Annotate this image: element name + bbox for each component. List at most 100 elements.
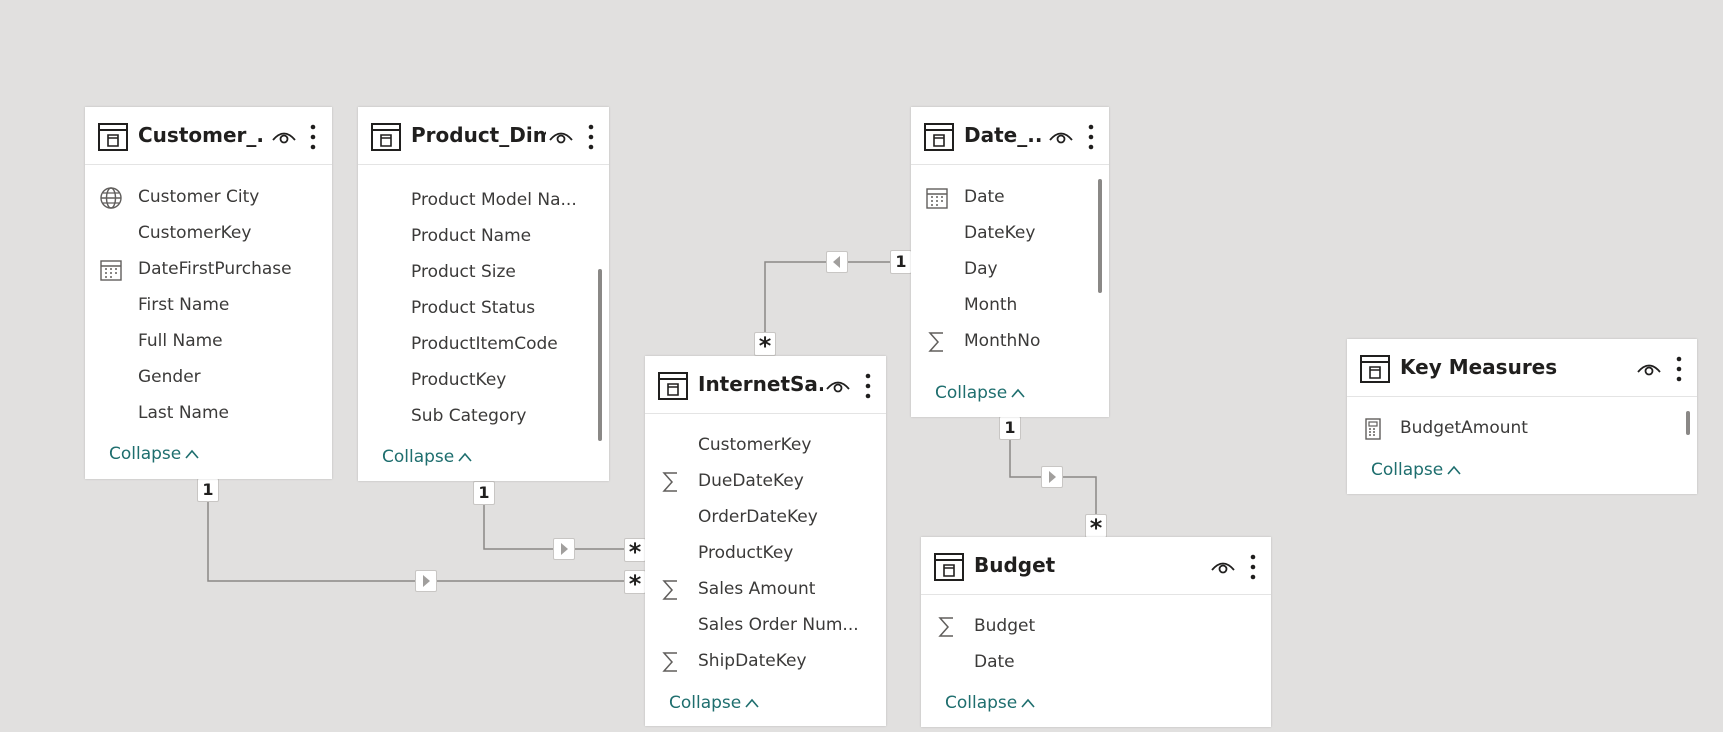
rel-date-budget-direction-arrow[interactable]	[1041, 466, 1063, 488]
sigma-icon	[662, 580, 677, 600]
field-row[interactable]: Gender	[85, 359, 318, 395]
field-name: Sales Amount	[698, 579, 816, 599]
collapse-link[interactable]: Collapse	[935, 383, 1026, 403]
calendar-icon	[926, 188, 948, 209]
eye-icon[interactable]	[548, 127, 574, 147]
field-row[interactable]: BudgetAmount	[1347, 410, 1683, 446]
table-card-product[interactable]: Product_Dim Product Model Na... Product …	[358, 107, 609, 481]
field-row[interactable]: ShipDateKey	[645, 643, 872, 679]
table-header[interactable]: Date_...	[911, 107, 1109, 165]
rel-customer-many-badge: *	[624, 570, 646, 597]
sigma-icon	[938, 617, 953, 637]
collapse-link[interactable]: Collapse	[945, 693, 1036, 713]
field-row[interactable]: OrderDateKey	[645, 499, 872, 535]
field-name: ProductKey	[698, 543, 794, 563]
eye-icon[interactable]	[1048, 127, 1074, 147]
collapse-label: Collapse	[935, 383, 1008, 403]
field-row[interactable]: Date	[921, 644, 1257, 680]
field-row[interactable]: Product Size	[358, 254, 595, 290]
field-row[interactable]: DateFirstPurchase	[85, 251, 318, 287]
field-name: BudgetAmount	[1400, 418, 1528, 438]
more-options-icon[interactable]	[1086, 122, 1096, 152]
table-card-budget[interactable]: Budget Budget Date Collapse	[921, 537, 1271, 727]
field-row[interactable]: Month	[911, 287, 1095, 323]
field-row[interactable]: Customer City	[85, 179, 318, 215]
field-name: Product Name	[411, 226, 532, 246]
scrollbar-thumb[interactable]	[598, 269, 602, 441]
field-name: ShipDateKey	[698, 651, 807, 671]
field-row[interactable]: Product Name	[358, 218, 595, 254]
table-header[interactable]: Product_Dim	[358, 107, 609, 165]
chevron-up-icon	[458, 452, 472, 462]
direction-left-icon	[833, 256, 840, 268]
collapse-link[interactable]: Collapse	[382, 447, 473, 467]
rel-product-one-badge: 1	[473, 481, 495, 505]
sigma-icon	[662, 652, 677, 672]
more-options-icon[interactable]	[863, 371, 873, 401]
field-row[interactable]: ProductItemCode	[358, 326, 595, 362]
table-icon	[658, 372, 688, 400]
field-row[interactable]: DateKey	[911, 215, 1095, 251]
collapse-link[interactable]: Collapse	[109, 444, 200, 464]
field-row[interactable]: ProductKey	[645, 535, 872, 571]
table-card-key-measures[interactable]: Key Measures BudgetAmount Collapse	[1347, 339, 1697, 494]
rel-product-direction-arrow[interactable]	[553, 538, 575, 560]
table-card-customer[interactable]: Customer_... Customer City CustomerKey D…	[85, 107, 332, 479]
table-card-date[interactable]: Date_... Date DateKey Day Month MonthNo …	[911, 107, 1109, 417]
field-name: First Name	[138, 295, 230, 315]
table-icon	[1360, 355, 1390, 383]
table-card-internet-sales[interactable]: InternetSa... CustomerKey DueDateKey Ord…	[645, 356, 886, 726]
field-name: MonthNo	[964, 331, 1041, 351]
collapse-label: Collapse	[1371, 460, 1444, 480]
collapse-link[interactable]: Collapse	[1371, 460, 1462, 480]
field-name: Date	[964, 187, 1005, 207]
calculator-icon	[1365, 418, 1381, 440]
sigma-icon	[662, 472, 677, 492]
more-options-icon[interactable]	[1674, 354, 1684, 384]
field-row[interactable]: Date	[911, 179, 1095, 215]
field-row[interactable]: Day	[911, 251, 1095, 287]
rel-customer-direction-arrow[interactable]	[415, 570, 437, 592]
collapse-link[interactable]: Collapse	[669, 693, 760, 713]
field-row[interactable]: Budget	[921, 608, 1257, 644]
more-options-icon[interactable]	[586, 122, 596, 152]
field-row[interactable]: ProductKey	[358, 362, 595, 398]
table-header[interactable]: Key Measures	[1347, 339, 1697, 397]
field-row[interactable]: DueDateKey	[645, 463, 872, 499]
field-row[interactable]: Product Model Na...	[358, 182, 595, 218]
more-options-icon[interactable]	[1248, 552, 1258, 582]
field-name: Product Size	[411, 262, 516, 282]
rel-date-budget-one-badge: 1	[999, 416, 1021, 440]
eye-icon[interactable]	[1636, 359, 1662, 379]
field-name: DateKey	[964, 223, 1036, 243]
field-row[interactable]: Sales Order Num...	[645, 607, 872, 643]
eye-icon[interactable]	[1210, 557, 1236, 577]
more-options-icon[interactable]	[308, 122, 318, 152]
collapse-label: Collapse	[382, 447, 455, 467]
table-header[interactable]: Customer_...	[85, 107, 332, 165]
field-row[interactable]: Sales Amount	[645, 571, 872, 607]
table-title: Customer_...	[138, 123, 263, 147]
table-icon	[98, 123, 128, 151]
scrollbar-thumb[interactable]	[1686, 411, 1690, 435]
eye-icon[interactable]	[825, 376, 851, 396]
table-header[interactable]: InternetSa...	[645, 356, 886, 414]
field-row[interactable]: Full Name	[85, 323, 318, 359]
table-header[interactable]: Budget	[921, 537, 1271, 595]
field-name: Product Status	[411, 298, 536, 318]
field-name: Month	[964, 295, 1018, 315]
field-row[interactable]: CustomerKey	[85, 215, 318, 251]
field-row[interactable]: MonthNo	[911, 323, 1095, 359]
field-name: Day	[964, 259, 998, 279]
field-row[interactable]: Last Name	[85, 395, 318, 431]
field-row[interactable]: Sub Category	[358, 398, 595, 434]
rel-product-internetsales-line	[483, 500, 652, 550]
eye-icon[interactable]	[271, 127, 297, 147]
field-row[interactable]: CustomerKey	[645, 427, 872, 463]
field-row[interactable]: First Name	[85, 287, 318, 323]
rel-date-direction-arrow[interactable]	[826, 251, 848, 273]
chevron-up-icon	[185, 449, 199, 459]
scrollbar-thumb[interactable]	[1098, 179, 1102, 293]
field-row[interactable]: Product Status	[358, 290, 595, 326]
